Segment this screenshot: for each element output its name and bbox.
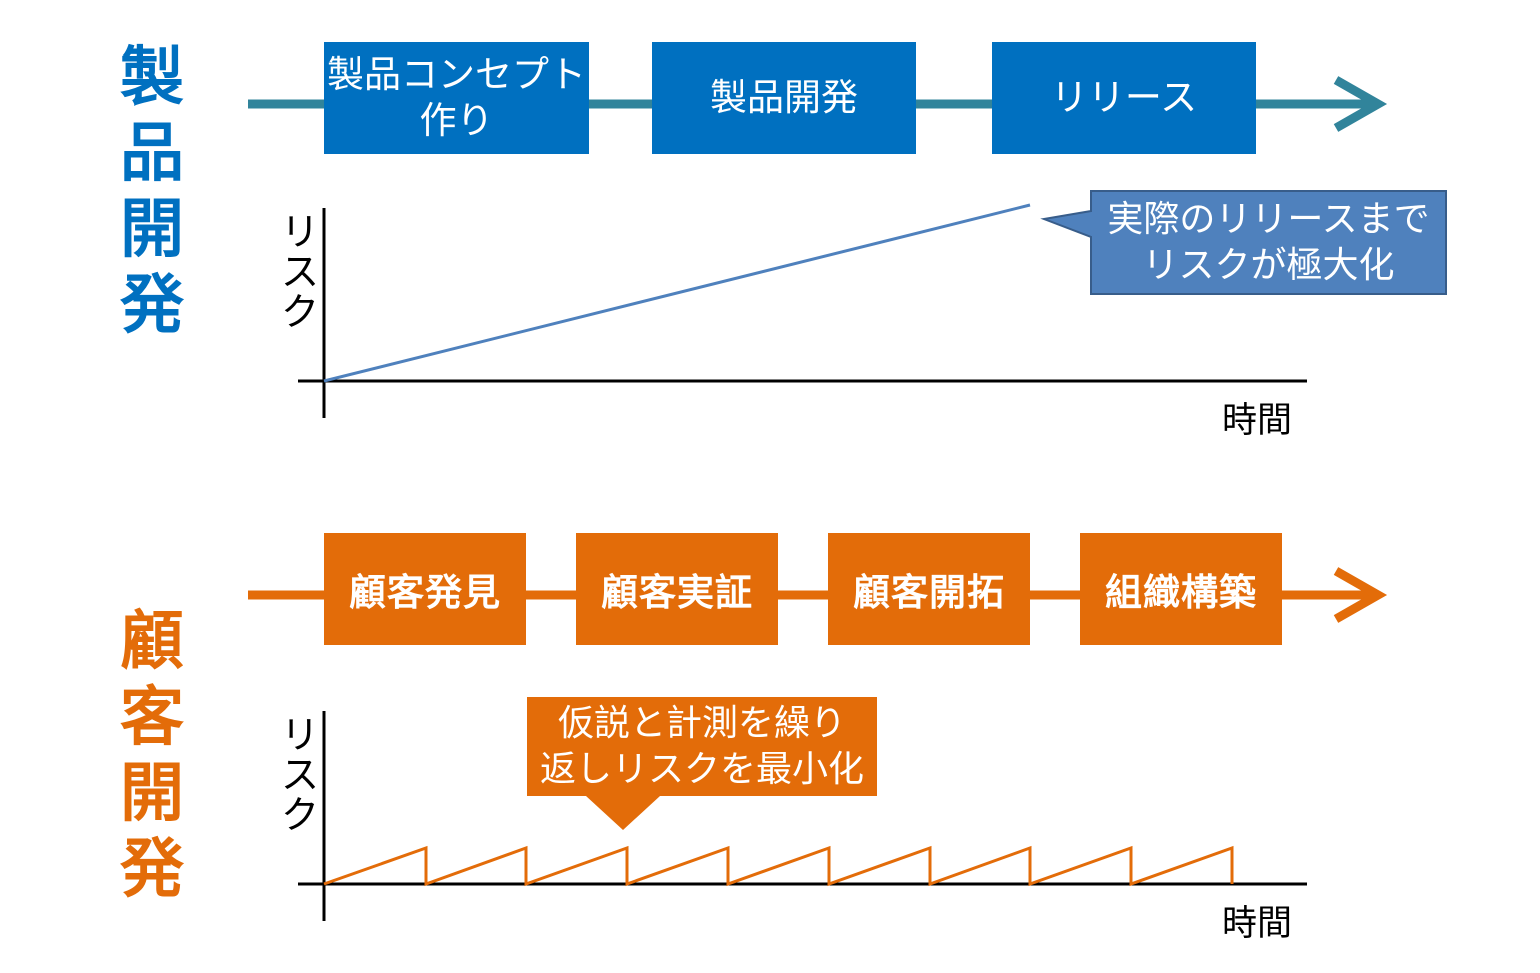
customer-x-axis-label: 時間 (1222, 904, 1293, 944)
stage-release: リリース (992, 42, 1256, 154)
title-char: 開 (120, 757, 184, 831)
title-char: 品 (120, 117, 184, 191)
title-char: 製 (120, 41, 184, 115)
stage-customer-validation: 顧客実証 (576, 533, 778, 645)
product-development-side-title: 製 品 開 発 (112, 40, 192, 344)
y-label-char: リ (280, 210, 319, 254)
product-process-arrow-head (1333, 76, 1388, 132)
stage-company-building: 組織構築 (1080, 533, 1282, 645)
customer-callout-shape (527, 697, 877, 830)
product-callout-text: 実際のリリースまで リスクが極大化 (1107, 198, 1430, 286)
y-label-char: リ (280, 713, 319, 757)
stage-customer-discovery: 顧客発見 (324, 533, 526, 645)
stage-product-development: 製品開発 (652, 42, 916, 154)
y-label-char: ス (280, 250, 319, 294)
title-char: 顧 (120, 605, 184, 679)
customer-development-side-title: 顧 客 開 発 (112, 604, 192, 908)
customer-process-arrow-head (1333, 567, 1388, 623)
product-x-axis-label: 時間 (1222, 401, 1293, 441)
title-char: 発 (120, 833, 184, 907)
stage-customer-creation: 顧客開拓 (828, 533, 1030, 645)
product-callout-shape (1040, 190, 1447, 295)
product-y-axis-label: リ ス ク (278, 212, 322, 332)
customer-y-axis-label: リ ス ク (278, 715, 322, 835)
stage-product-concept: 製品コンセプト 作り (324, 42, 589, 154)
product-risk-line (323, 203, 1031, 383)
customer-risk-sawtooth (323, 845, 1234, 887)
title-char: 開 (120, 193, 184, 267)
y-label-char: ス (280, 753, 319, 797)
customer-callout-text: 仮説と計測を繰り 返しリスクを最小化 (539, 702, 864, 790)
y-label-char: ク (280, 290, 319, 334)
title-char: 客 (120, 681, 184, 755)
y-label-char: ク (280, 793, 319, 837)
title-char: 発 (120, 269, 184, 343)
